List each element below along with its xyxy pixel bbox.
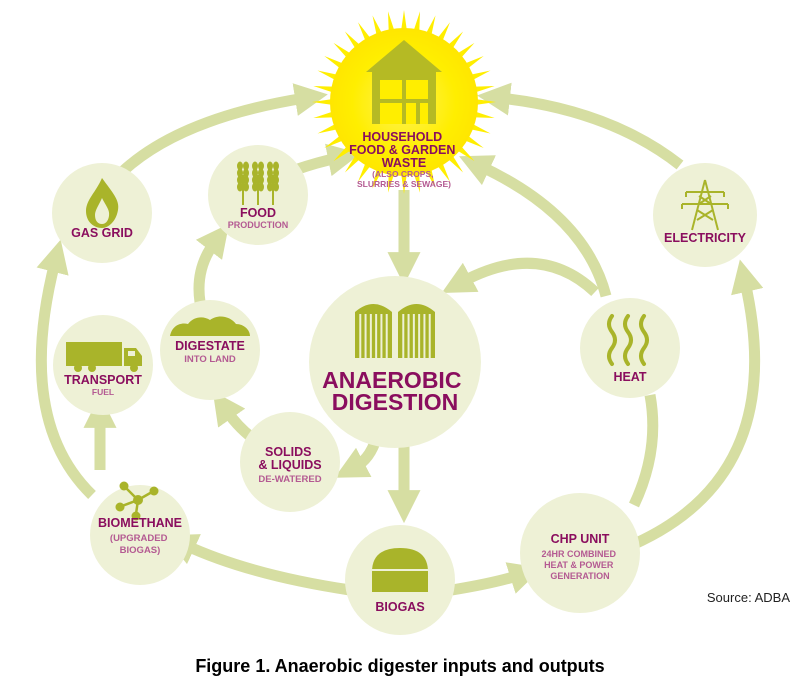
biomethane-title: BIOMETHANE	[98, 516, 182, 530]
molecule-icon	[115, 481, 159, 521]
digestate-sub: INTO LAND	[184, 354, 236, 365]
svg-text:(ALSO CROPS, SLURRIES &: (ALSO CROPS, SLURRIES & SEWAGE)	[357, 169, 451, 189]
dome-icon	[372, 548, 428, 592]
chp-sub-1: 24HR COMBINED	[541, 549, 616, 559]
arrow-electricity-to-household	[477, 82, 684, 170]
ad-title-2: DIGESTION	[332, 389, 459, 415]
arrow-heat-to-household	[459, 155, 612, 298]
sun-ray	[413, 11, 420, 34]
figure-caption: Figure 1. Anaerobic digester inputs and …	[195, 656, 604, 676]
sun-ray	[472, 111, 495, 118]
chp-title: CHP UNIT	[551, 532, 610, 546]
svg-text:24HR COMBINED HEAT & POW: 24HR COMBINED HEAT & POWER GENERATION	[541, 549, 618, 581]
node-circles	[52, 145, 757, 635]
chp-sub-2: HEAT & POWER	[544, 560, 614, 570]
food-title: FOOD	[240, 206, 276, 220]
sun-ray	[413, 170, 420, 193]
truck-icon	[66, 342, 142, 372]
heat-title: HEAT	[613, 370, 646, 384]
sun-ray	[472, 86, 495, 93]
svg-text:SOLIDS & LIQUIDS: SOLIDS & LIQUIDS	[258, 445, 321, 472]
node-solids-liquids	[240, 412, 340, 512]
arrow-chp-to-electricity	[622, 259, 764, 554]
heat-waves-icon	[607, 314, 649, 366]
sun-ray	[388, 11, 395, 34]
sun-ray	[313, 86, 336, 93]
household-title-3: WASTE	[382, 156, 426, 170]
biomethane-sub-1: (UPGRADED	[110, 533, 168, 544]
source-credit: Source: ADBA	[707, 590, 790, 605]
arrow-chp-to-heat	[629, 394, 659, 508]
svg-text:(UPGRADED BIOGAS): (UPGRADED BIOGAS)	[110, 533, 170, 556]
arrow-biogas-to-biomethane	[164, 534, 351, 596]
mound-icon	[170, 316, 250, 336]
chp-sub-3: GENERATION	[550, 571, 609, 581]
sun-ray	[400, 10, 408, 33]
node-biomethane	[90, 485, 190, 585]
arrow-heat-to-ad	[441, 257, 599, 297]
sun-ray	[313, 111, 336, 118]
digestate-title: DIGESTATE	[175, 339, 245, 353]
transport-sub: FUEL	[92, 387, 114, 397]
solids-sub: DE-WATERED	[258, 474, 321, 485]
pylon-icon	[681, 179, 729, 231]
food-sub: PRODUCTION	[228, 220, 289, 230]
household-title-1: HOUSEHOLD	[362, 130, 442, 144]
sun-ray	[312, 98, 335, 106]
transport-title: TRANSPORT	[64, 373, 142, 387]
node-anaerobic-digestion	[309, 276, 481, 448]
house-icon	[366, 40, 442, 124]
ad-title-1: ANAEROBIC	[322, 367, 461, 393]
flame-icon	[86, 178, 119, 228]
wheat-icon	[237, 161, 279, 205]
biomethane-sub-2: BIOGAS)	[120, 545, 161, 556]
labels: HOUSEHOLD FOOD & GARDEN WASTE (ALSO CROP…	[64, 130, 790, 676]
solids-title-1: SOLIDS	[265, 445, 312, 459]
digester-icon	[355, 304, 435, 358]
sun-ray	[400, 171, 408, 194]
electricity-title: ELECTRICITY	[664, 231, 747, 245]
sun-ray	[388, 170, 395, 193]
arrow-biomethane-to-gasgrid	[35, 239, 96, 499]
arrow-gasgrid-to-household	[118, 83, 328, 177]
node-chp-unit	[520, 493, 640, 613]
biogas-title: BIOGAS	[375, 600, 424, 614]
svg-text:ANAEROBIC DIGESTION: ANAEROBIC DIGESTION	[322, 367, 468, 415]
gas-grid-title: GAS GRID	[71, 226, 133, 240]
solids-title-2: & LIQUIDS	[258, 458, 321, 472]
arrow-food-to-household	[293, 143, 361, 177]
svg-text:HOUSEHOLD FOOD & GARDEN: HOUSEHOLD FOOD & GARDEN WASTE	[349, 130, 459, 170]
arrow-digestate-to-food	[193, 223, 230, 303]
household-title-2: FOOD & GARDEN	[349, 143, 455, 157]
arrow-biogas-to-chp	[451, 562, 543, 596]
sun-ray	[473, 98, 496, 106]
household-sub-1: (ALSO CROPS,	[372, 169, 433, 179]
household-sub-2: SLURRIES & SEWAGE)	[357, 179, 451, 189]
